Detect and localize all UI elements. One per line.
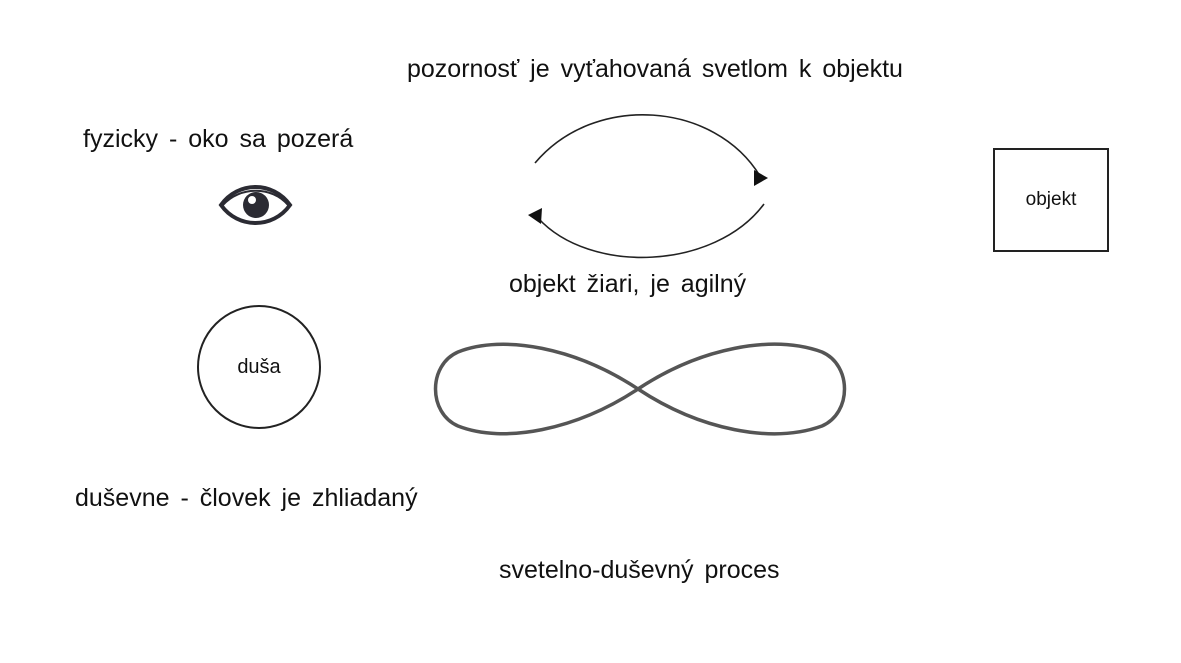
object-box-label: objekt [1025,189,1077,210]
soul-circle: duša [197,305,321,429]
infinity-icon [433,342,847,436]
object-glows-label: objekt žiari, je agilný [509,270,747,298]
physical-label: fyzicky - oko sa pozerá [83,125,354,153]
process-label: svetelno-duševný proces [499,556,780,584]
soul-side-label: duševne - človek je zhliadaný [75,484,418,512]
arrow-to-object [534,114,768,186]
object-box: objekt [993,148,1109,252]
soul-circle-label: duša [237,355,281,378]
attention-label: pozornosť je vyťahovaná svetlom k objekt… [407,55,903,83]
arrow-to-eye [528,203,765,259]
eye-icon [218,185,293,225]
